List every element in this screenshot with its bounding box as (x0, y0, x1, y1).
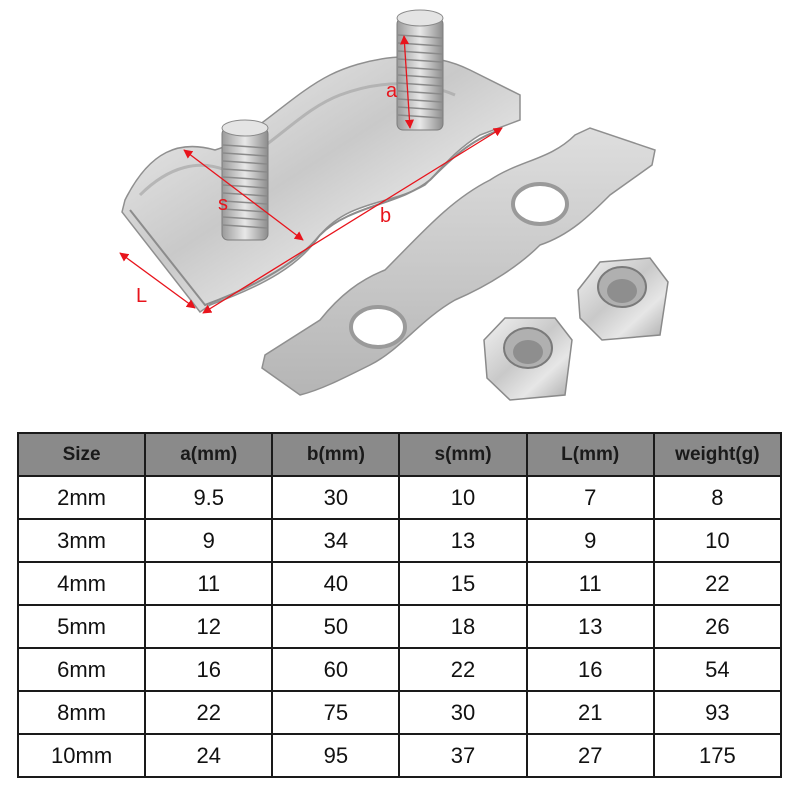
cell-b: 40 (271, 561, 401, 606)
table-row: 6mm 16 60 22 16 54 (16, 647, 783, 692)
cell-b: 50 (271, 604, 401, 649)
column-header-weight: weight(g) (652, 432, 783, 477)
cell-l: 16 (525, 647, 655, 692)
cell-a: 12 (144, 604, 274, 649)
cell-s: 22 (398, 647, 528, 692)
cell-s: 37 (398, 733, 528, 778)
cell-weight: 93 (652, 690, 783, 735)
cell-s: 30 (398, 690, 528, 735)
cell-size: 4mm (16, 561, 147, 606)
cell-b: 30 (271, 475, 401, 520)
cell-s: 10 (398, 475, 528, 520)
table-row: 4mm 11 40 15 11 22 (16, 561, 783, 606)
cell-weight: 54 (652, 647, 783, 692)
cell-a: 11 (144, 561, 274, 606)
table-row: 3mm 9 34 13 9 10 (16, 518, 783, 563)
cell-a: 16 (144, 647, 274, 692)
cell-a: 22 (144, 690, 274, 735)
cell-weight: 26 (652, 604, 783, 649)
cell-size: 6mm (16, 647, 147, 692)
cell-size: 2mm (16, 475, 147, 520)
cell-b: 34 (271, 518, 401, 563)
cell-weight: 8 (652, 475, 783, 520)
cell-a: 9 (144, 518, 274, 563)
column-header-b: b(mm) (271, 432, 401, 477)
dimension-annotations: a s b L (119, 35, 503, 314)
table-row: 8mm 22 75 30 21 93 (16, 690, 783, 735)
cell-a: 24 (144, 733, 274, 778)
cell-l: 13 (525, 604, 655, 649)
cell-l: 11 (525, 561, 655, 606)
table-row: 2mm 9.5 30 10 7 8 (16, 475, 783, 520)
spec-table: Size a(mm) b(mm) s(mm) L(mm) weight(g) 2… (16, 432, 783, 778)
cell-b: 75 (271, 690, 401, 735)
product-image: a s b L (119, 9, 669, 401)
bolt-left (221, 119, 269, 241)
cell-s: 18 (398, 604, 528, 649)
cell-weight: 10 (652, 518, 783, 563)
hex-nut-2 (577, 257, 669, 341)
cell-weight: 22 (652, 561, 783, 606)
cell-l: 9 (525, 518, 655, 563)
cell-s: 15 (398, 561, 528, 606)
dim-s-label: s (218, 193, 228, 215)
table-header-row: Size a(mm) b(mm) s(mm) L(mm) weight(g) (16, 432, 783, 477)
cell-l: 7 (525, 475, 655, 520)
bolt-right (396, 9, 444, 131)
cell-size: 3mm (16, 518, 147, 563)
cell-size: 10mm (16, 733, 147, 778)
cell-weight: 175 (652, 733, 783, 778)
hex-nut-1 (483, 317, 573, 401)
table-row: 10mm 24 95 37 27 175 (16, 733, 783, 778)
table-row: 5mm 12 50 18 13 26 (16, 604, 783, 649)
cell-s: 13 (398, 518, 528, 563)
dim-L-label: L (136, 285, 147, 307)
column-header-s: s(mm) (398, 432, 528, 477)
cell-b: 95 (271, 733, 401, 778)
dim-a-label: a (386, 80, 398, 102)
cell-size: 8mm (16, 690, 147, 735)
cell-a: 9.5 (144, 475, 274, 520)
cell-size: 5mm (16, 604, 147, 649)
cell-l: 27 (525, 733, 655, 778)
column-header-a: a(mm) (144, 432, 274, 477)
column-header-l: L(mm) (525, 432, 655, 477)
dim-b-label: b (380, 205, 391, 227)
cell-l: 21 (525, 690, 655, 735)
cell-b: 60 (271, 647, 401, 692)
column-header-size: Size (16, 432, 147, 477)
